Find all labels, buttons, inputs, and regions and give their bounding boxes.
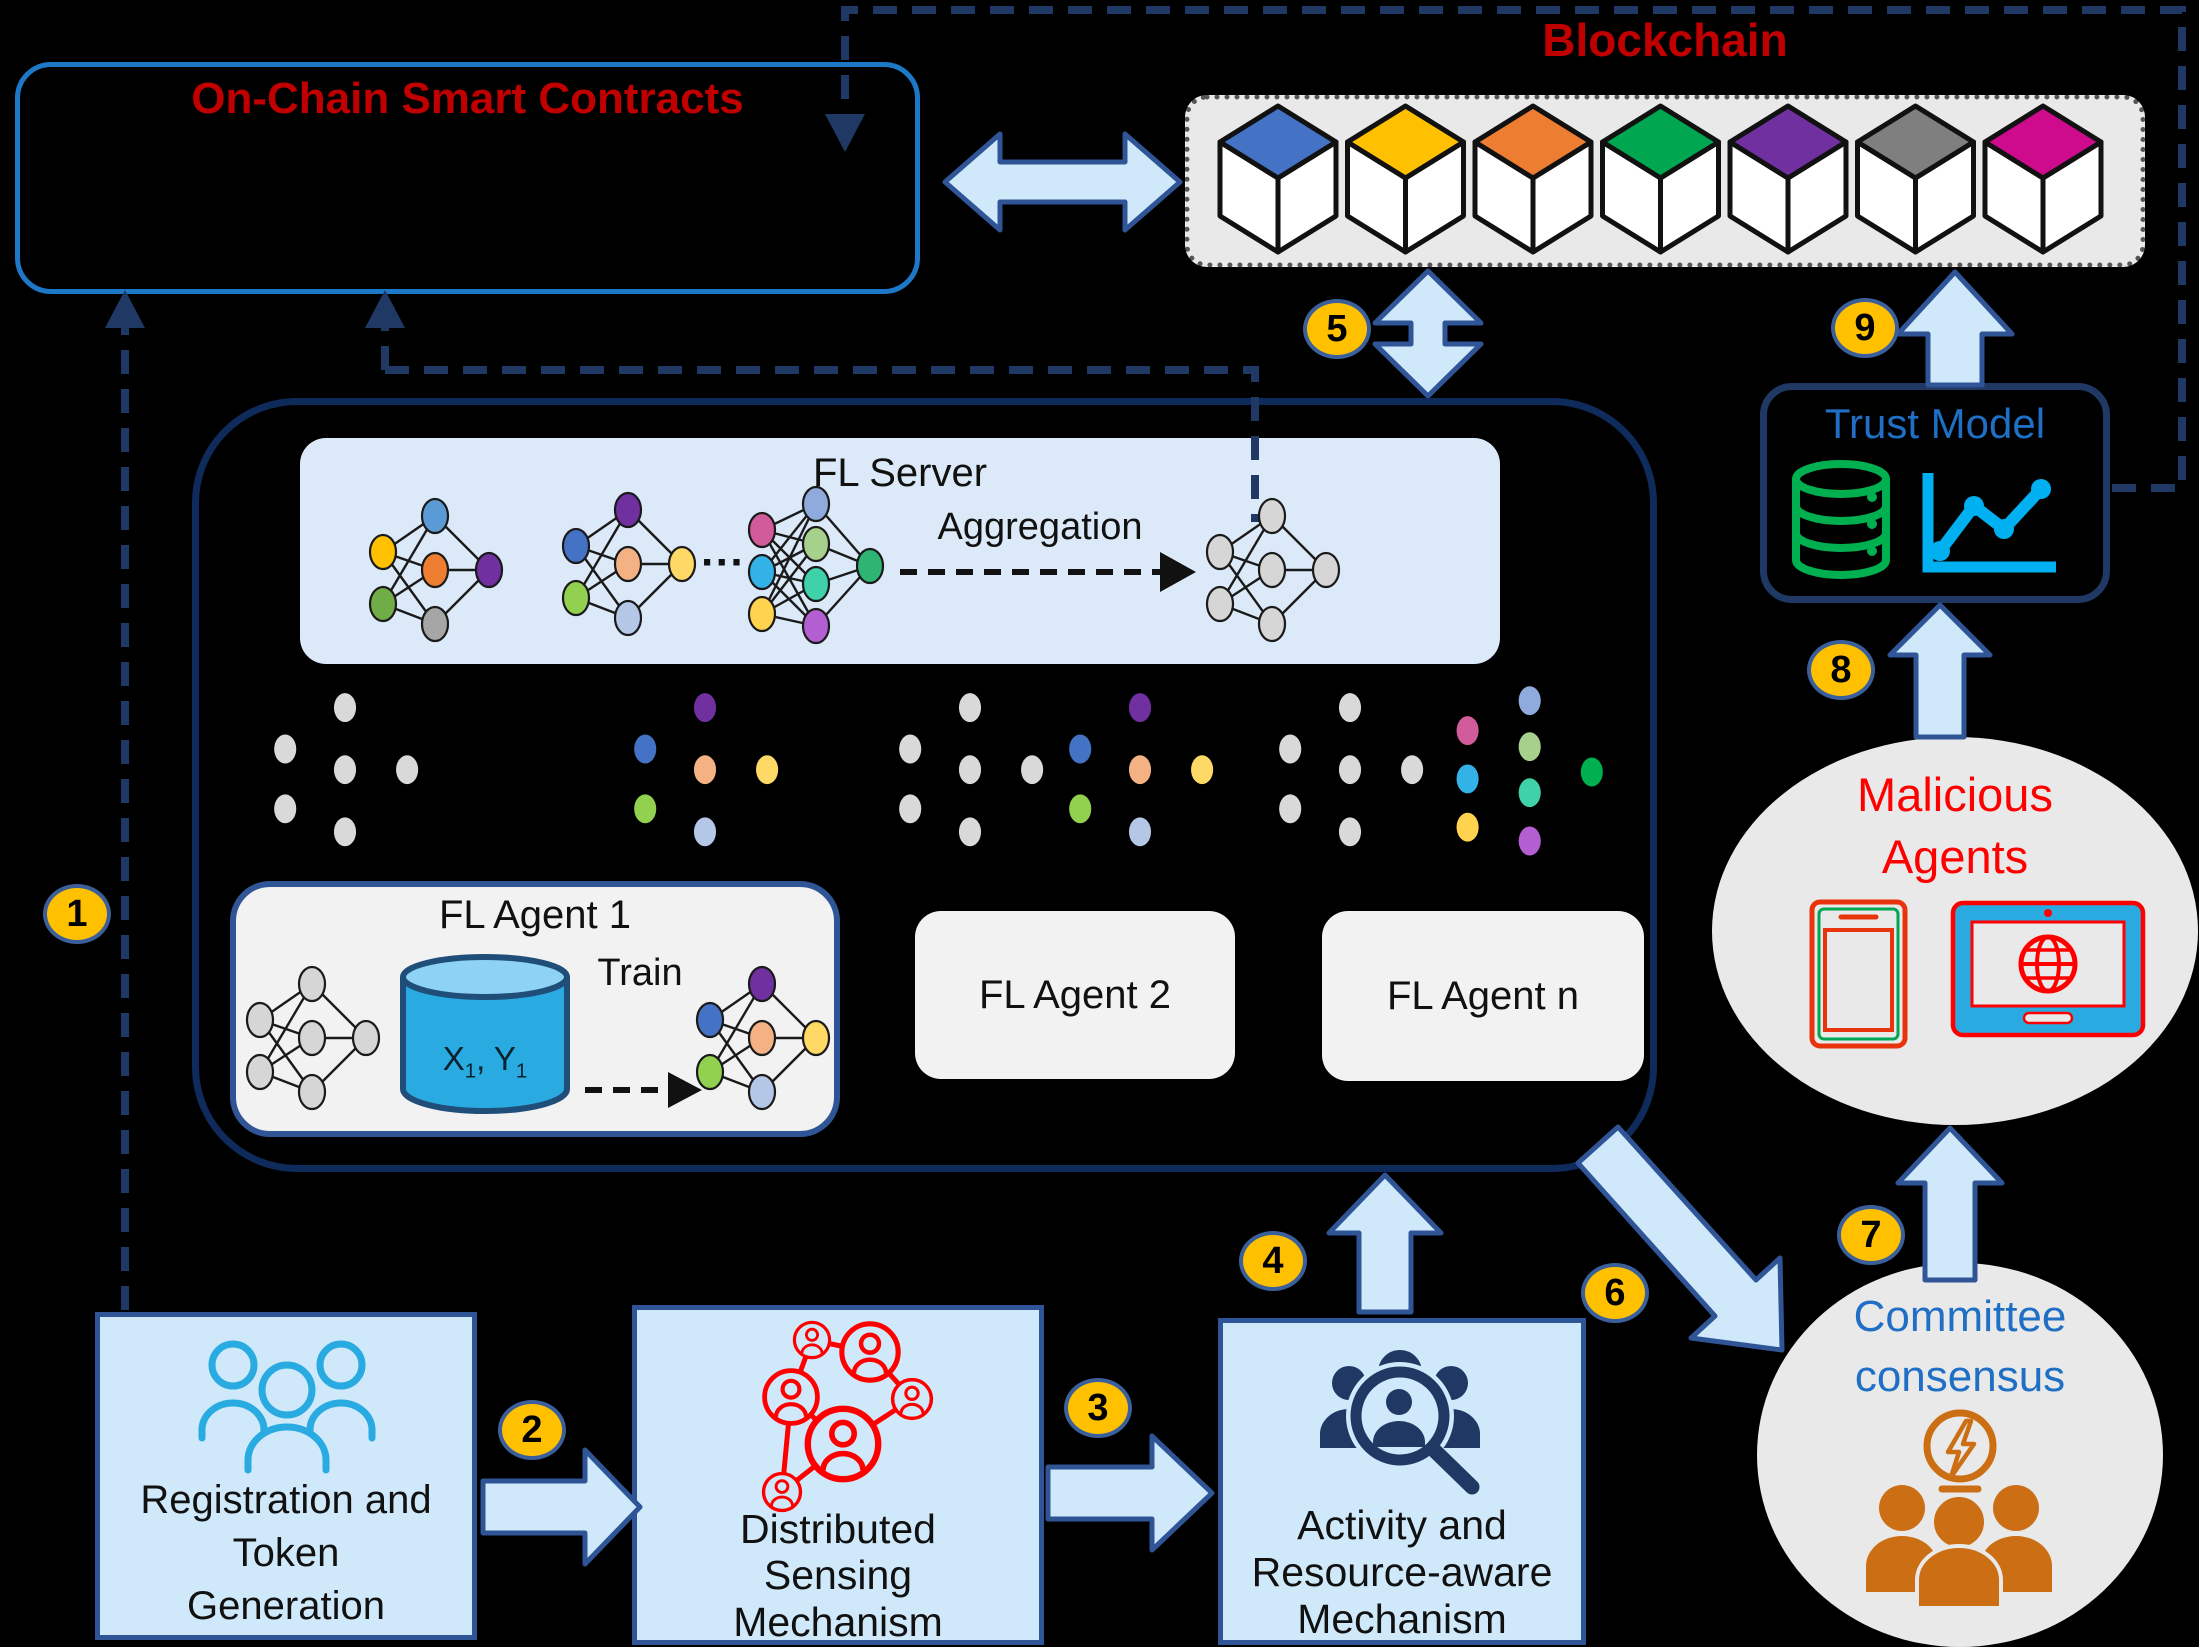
- sensing-line1: Distributed: [740, 1506, 936, 1552]
- train-label: Train: [597, 952, 683, 994]
- malicious-agents-title-line1: Malicious: [1857, 768, 2053, 821]
- activity-line3: Mechanism: [1297, 1596, 1507, 1643]
- trust-model-title: Trust Model: [1824, 400, 2046, 447]
- dataset-y-sub: 1: [515, 1059, 528, 1083]
- dataset-x: X: [442, 1040, 465, 1077]
- fl-agent-n-title: FL Agent n: [1387, 974, 1579, 1018]
- arrow-step4: [1326, 1172, 1444, 1315]
- sensing-line3: Mechanism: [733, 1598, 943, 1645]
- arrow-step3: [1045, 1433, 1215, 1553]
- arrow-sc-blockchain: [942, 131, 1183, 233]
- malicious-agents-title-line2: Agents: [1881, 830, 2029, 883]
- server-ellipsis: ···: [701, 538, 745, 587]
- sensing-line2: Sensing: [763, 1552, 913, 1599]
- fl-server-title: FL Server: [812, 451, 988, 495]
- sensing-label: Distributed Sensing Mechanism: [632, 1506, 1044, 1645]
- fl-agent2-box: [915, 911, 1235, 1079]
- registration-line1: Registration and: [140, 1478, 432, 1522]
- arrow-step7: [1895, 1125, 2005, 1283]
- step-badge-1: 1: [43, 884, 111, 944]
- fl-agent1-title: FL Agent 1: [439, 893, 631, 937]
- dataset-y: , Y: [476, 1040, 516, 1077]
- fl-agent-n-box: [1322, 911, 1644, 1081]
- committee-title-line1: Committee: [1853, 1292, 2067, 1341]
- activity-line2: Resource-aware: [1251, 1549, 1553, 1596]
- step-badge-5: 5: [1303, 299, 1371, 359]
- activity-line1: Activity and: [1297, 1502, 1507, 1548]
- smart-contracts-title: On-Chain Smart Contracts: [191, 74, 744, 123]
- registration-label: Registration and Token Generation: [95, 1474, 477, 1632]
- step-badge-6: 6: [1581, 1263, 1649, 1323]
- arrow-step5: [1372, 268, 1484, 399]
- dataset-x-sub: 1: [464, 1059, 477, 1083]
- registration-line2: Token: [232, 1530, 340, 1575]
- step-badge-9: 9: [1831, 298, 1899, 358]
- step-badge-2: 2: [498, 1400, 566, 1460]
- dataset-label: X1, Y1: [405, 1040, 565, 1083]
- step-badge-4: 4: [1239, 1231, 1307, 1291]
- arrow-step9: [1895, 269, 2015, 388]
- step-badge-3: 3: [1064, 1378, 1132, 1438]
- fl-agent2-title: FL Agent 2: [979, 973, 1171, 1017]
- registration-line3: Generation: [187, 1583, 385, 1628]
- arrow-step8: [1887, 602, 1993, 740]
- step-badge-7: 7: [1837, 1205, 1905, 1265]
- aggregation-label: Aggregation: [937, 506, 1143, 548]
- blockchain-box: [1185, 95, 2145, 267]
- blockchain-title: Blockchain: [1542, 14, 1788, 66]
- committee-title-line2: consensus: [1854, 1352, 2066, 1401]
- step-badge-8: 8: [1807, 640, 1875, 700]
- arrow-step2: [480, 1447, 643, 1567]
- activity-label: Activity and Resource-aware Mechanism: [1218, 1502, 1586, 1643]
